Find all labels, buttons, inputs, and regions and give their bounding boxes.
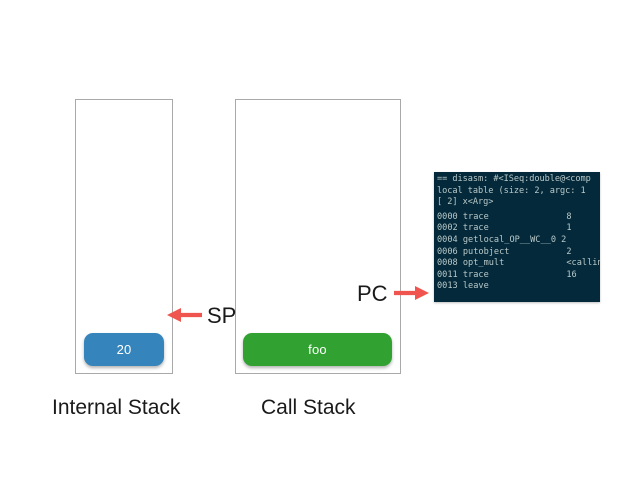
pc-arrow-icon	[394, 286, 429, 300]
terminal-instruction-row: 0013 leave	[437, 278, 600, 292]
instruction-opcode: putobject	[462, 246, 510, 257]
instruction-address: 0008	[437, 258, 463, 269]
instruction-opcode: getlocal_OP__WC__0 2	[462, 234, 567, 245]
instruction-address: 0011	[437, 269, 463, 280]
call-stack-frame	[235, 99, 401, 374]
instruction-address: 0004	[437, 234, 463, 245]
instruction-operand: 2	[509, 246, 572, 257]
internal-stack-frame	[75, 99, 173, 374]
instruction-opcode: opt_mult	[462, 258, 505, 269]
terminal-instruction-row: 0006 putobject 2	[437, 244, 600, 257]
terminal-header-line: local table (size: 2, argc: 1	[437, 185, 586, 196]
call-stack-cell[interactable]: foo	[243, 333, 392, 366]
instruction-operand: 8	[488, 211, 572, 222]
sp-label: SP	[207, 303, 237, 328]
terminal-header-line: [ 2] x<Arg>	[437, 197, 494, 208]
instruction-opcode: trace	[462, 269, 489, 280]
instruction-opcode: trace	[462, 223, 489, 234]
terminal-instruction-row: 0000 trace 8	[437, 209, 600, 222]
sp-arrow-icon	[167, 308, 202, 322]
pc-label: PC	[357, 281, 388, 306]
terminal-instruction-row: 0011 trace 16	[437, 267, 600, 280]
instruction-opcode: leave	[462, 281, 489, 292]
terminal-instruction-row: 0004 getlocal_OP__WC__0 2	[437, 232, 600, 245]
terminal-instruction-row: 0008 opt_mult <callinfo	[437, 255, 600, 269]
terminal-instruction-row: 0002 trace 1	[437, 220, 600, 234]
call-stack-caption: Call Stack	[261, 396, 356, 419]
internal-stack-caption: Internal Stack	[52, 396, 181, 419]
internal-stack-cell[interactable]: 20	[84, 333, 164, 366]
instruction-address: 0013	[437, 281, 463, 292]
instruction-operand: 16	[488, 269, 577, 280]
instruction-operand: 1	[488, 223, 572, 234]
instruction-address: 0002	[437, 223, 463, 234]
disassembly-terminal[interactable]: == disasm: #<ISeq:double@<comp local tab…	[434, 172, 600, 302]
instruction-address: 0006	[437, 246, 463, 257]
instruction-address: 0000	[437, 211, 463, 222]
instruction-operand: <callinfo	[566, 258, 600, 269]
instruction-opcode: trace	[462, 211, 489, 222]
terminal-header-line: == disasm: #<ISeq:double@<comp	[437, 174, 591, 184]
